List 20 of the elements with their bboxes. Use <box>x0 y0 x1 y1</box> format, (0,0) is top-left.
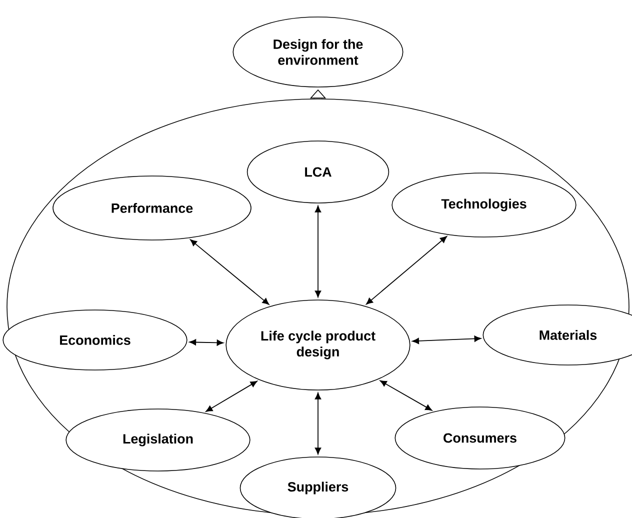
arrow <box>314 392 322 454</box>
arrow <box>314 206 322 298</box>
node-label: Suppliers <box>288 482 348 494</box>
ellipse-node: Materials <box>482 304 632 366</box>
ellipse-node: Performance <box>52 176 252 240</box>
ellipse-node: Suppliers <box>240 456 396 518</box>
arrow <box>190 239 270 305</box>
arrow <box>412 336 482 344</box>
ellipse-node: Consumers <box>394 406 566 470</box>
ellipse-node: Technologies <box>392 172 576 238</box>
ellipse-node: Design for the environment <box>232 16 404 88</box>
ellipse-node: Life cycle product design <box>226 300 410 390</box>
arrow <box>189 339 224 346</box>
node-label: Materials <box>540 330 597 340</box>
arrow <box>206 380 258 412</box>
arrow <box>366 236 447 305</box>
ellipse-node: Legislation <box>66 408 250 472</box>
arrow <box>380 380 432 411</box>
ellipse-node: LCA <box>246 140 390 204</box>
ellipse-node: Economics <box>2 310 188 370</box>
